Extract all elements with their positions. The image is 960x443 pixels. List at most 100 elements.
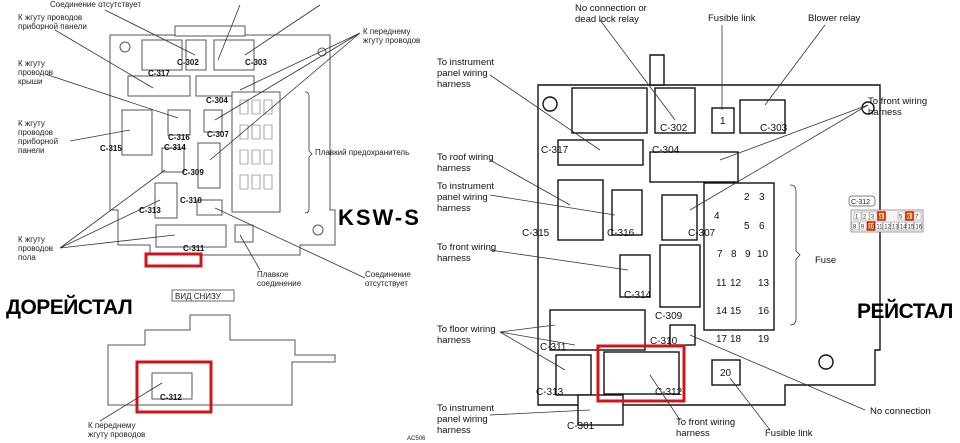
inset-pin [890,221,899,231]
connector-label: C-315 [522,228,550,239]
right-connector-labels: C-302 C-303 C-317 C-304 C-315 C-316 C-30… [522,123,788,432]
connector-label: C-316 [607,228,635,239]
inset-pin-number: 15 [908,225,915,231]
connector-label: C-307 [688,228,716,239]
inset-pin [875,221,883,231]
fuse-number: 4 [714,211,720,222]
label-blower-relay: Blower relay [808,13,861,24]
fuse-number: 1 [720,116,726,127]
connector-label: C-312 [160,393,182,402]
inset-pin [906,221,914,231]
inset-pin [869,211,878,221]
fuse-number: 5 [744,221,750,232]
inset-pin [882,221,891,231]
fuse-number: 13 [758,278,770,289]
connector-label: C-316 [168,133,190,142]
fuse-number: 10 [757,249,769,260]
inset-pin [898,221,907,231]
connector-label: C-309 [182,168,204,177]
inset-pin [851,221,860,231]
inset-pin-number: 16 [915,225,922,231]
inset-pin [877,211,886,221]
fuse-number: 16 [758,306,770,317]
inset-pin [914,221,922,231]
right-fuse-numbers: 1 2 3 4 5 6 7 8 9 10 11 12 13 14 15 16 1… [714,116,770,379]
figure-code: AC506 [407,436,426,442]
title-pre-facelift: ДОРЕЙСТАЛ [6,295,132,319]
connector-label: C-314 [164,143,186,152]
connector-label: C-303 [760,123,788,134]
inset-pin-number: 6 [907,215,911,221]
fuse-number: 9 [745,249,751,260]
connector-label: C-317 [148,69,170,78]
inset-pin-number: 3 [871,215,875,221]
left-fuse-box [44,4,366,279]
connector-label: C-317 [541,145,569,156]
connector-label: C-302 [177,58,199,67]
label-fusible-link-top: Fusible link [708,13,756,24]
inset-pin-number: 2 [863,215,867,221]
fuse-number: 15 [730,306,742,317]
fuse-number: 19 [758,334,770,345]
inset-pin-number: 1 [855,215,859,221]
model-title: KSW-S [338,205,421,230]
label-no-connection: No connection [870,406,931,417]
inset-pin [853,211,862,221]
connector-label: C-315 [100,144,122,153]
fuse-number: 18 [730,334,742,345]
inset-pin [905,211,914,221]
fuse-number: 14 [716,306,728,317]
inset-pin-number: 8 [853,225,857,231]
connector-label: C-301 [567,421,595,432]
fuse-number: 7 [717,249,723,260]
connector-label: C-309 [655,311,683,322]
inset-pin-number: 13 [892,225,899,231]
inset-pin-number: 5 [899,215,903,221]
connector-label: C-307 [207,130,229,139]
connector-label: C-312 [655,387,683,398]
inset-pin-number: 7 [915,215,919,221]
label-bottom-view: ВИД СНИЗУ [175,292,222,301]
label-no-connection-top: Соединение отсутствует [50,0,141,9]
inset-pin [861,211,870,221]
fuse-number: 20 [720,368,732,379]
inset-pin [897,211,906,221]
title-facelift: РЕЙСТАЛ [857,299,953,323]
connector-label: C-310 [180,196,202,205]
connector-label: C-302 [660,123,688,134]
fuse-number: 17 [716,334,728,345]
label-fuse: Плавкий предохранитель [315,148,409,157]
inset-pin-number: 4 [879,215,883,221]
connector-label: C-313 [139,206,161,215]
fuse-number: 12 [730,278,742,289]
inset-pin-number: 14 [900,225,907,231]
fuse-number: 3 [759,192,765,203]
connector-label: C-311 [540,342,567,353]
inset-pin [859,221,868,231]
inset-pin-number: 11 [876,225,883,231]
fuse-number: 8 [731,249,737,260]
inset-pin [866,221,876,231]
connector-label: C-311 [183,244,205,253]
right-fuse-box [489,19,881,431]
connector-label: C-304 [652,145,680,156]
